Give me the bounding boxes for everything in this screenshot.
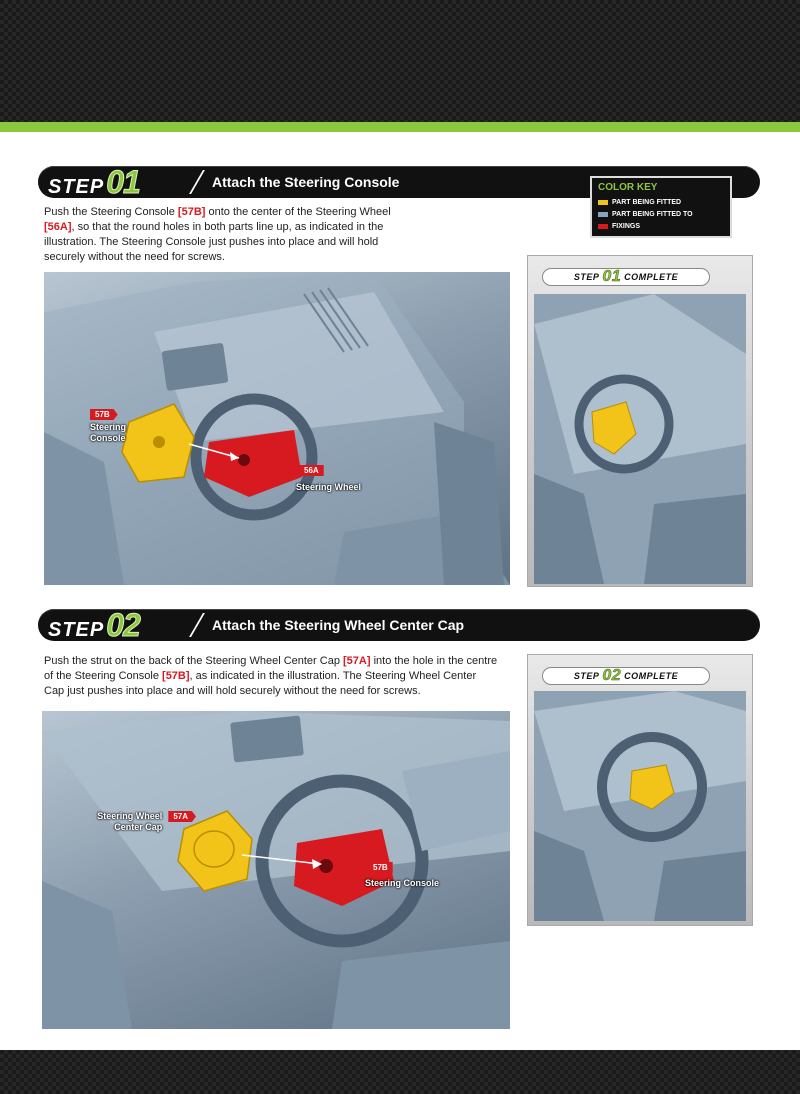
step-02-word: STEP [48,619,105,641]
part-reference: [57B] [177,206,206,218]
callout-57b: 57B Steering Console [90,404,127,444]
step-02-complete-illustration-icon [534,691,746,921]
complete-suffix: COMPLETE [624,671,679,681]
step-02-complete-label: STEP 02 COMPLETE [542,667,710,685]
callout-56a: 56A Steering Wheel [296,460,361,493]
part-reference: [57B] [162,670,190,682]
footer-carbon-band [0,1050,800,1094]
part-tag: 57B [90,409,118,420]
step-02-illustration: Steering Wheel Center Cap 57A 57B Steeri… [42,711,510,1029]
step-01-number: 01 [106,164,142,200]
step-02-badge: STEP 02 [48,607,142,643]
step-01-illustration: 57B Steering Console 56A Steering Wheel [44,272,510,585]
part-tag: 57B [365,862,393,873]
step-02-divider [189,613,205,637]
step-01-divider [189,170,205,194]
complete-suffix: COMPLETE [624,272,679,282]
dashboard-illustration-icon [42,711,510,1029]
blue-swatch-icon [598,211,608,217]
step-01-word: STEP [48,176,105,198]
yellow-swatch-icon [598,199,608,205]
callout-row: Steering Wheel Center Cap 57A [66,811,196,833]
step-01-complete-illustration-icon [534,294,746,584]
instruction-text: onto the center of the Steering Wheel [205,206,391,218]
step-02-complete-panel: STEP 02 COMPLETE [528,655,752,925]
complete-number: 01 [602,268,622,286]
instruction-text: Push the Steering Console [44,206,178,218]
step-02-number: 02 [106,607,142,643]
step-01-badge: STEP 01 [48,164,142,200]
color-key-label: FIXINGS [612,222,641,230]
part-tag: 57A [168,811,196,822]
color-key-label: PART BEING FITTED TO [612,210,693,218]
step-02-header: STEP 02 Attach the Steering Wheel Center… [38,607,760,643]
instruction-text: , so that the round holes in both parts … [44,221,384,263]
color-key: COLOR KEY PART BEING FITTED PART BEING F… [590,176,732,238]
color-key-label: PART BEING FITTED [612,198,682,206]
callout-57b-step2: 57B Steering Console [365,857,439,889]
part-tag: 56A [296,465,324,476]
header-green-rule [0,122,800,132]
header-carbon-band [0,0,800,122]
complete-word: STEP [573,272,600,282]
color-key-title: COLOR KEY [598,182,658,193]
callout-57a: Steering Wheel Center Cap 57A [66,811,196,833]
callout-label: Steering Console [90,422,127,443]
step-01-complete-panel: STEP 01 COMPLETE [528,256,752,586]
callout-label: Steering Wheel [296,482,362,492]
red-swatch-icon [598,223,608,229]
complete-number: 02 [602,667,622,685]
part-reference: [57A] [343,655,371,667]
instruction-text: into the hole in the centre of the Steer… [44,655,498,682]
step-02-title: Attach the Steering Wheel Center Cap [212,617,465,633]
step-01-instruction: Push the Steering Console [57B] onto the… [44,205,419,265]
step-01-complete-label: STEP 01 COMPLETE [542,268,710,286]
step-01-title: Attach the Steering Console [212,174,400,190]
dashboard-illustration-icon [44,272,510,585]
color-key-row: FIXINGS [598,220,724,232]
part-reference: [56A] [44,221,72,233]
callout-label: Steering Wheel Center Cap [97,811,163,832]
color-key-row: PART BEING FITTED [598,196,724,208]
step-02-instruction: Push the strut on the back of the Steeri… [44,654,499,699]
callout-label: Steering Console [365,878,440,888]
complete-word: STEP [573,671,600,681]
color-key-row: PART BEING FITTED TO [598,208,724,220]
instruction-text: , as indicated in the illustration. The … [44,670,477,697]
instruction-text: Push the strut on the back of the Steeri… [44,655,344,667]
